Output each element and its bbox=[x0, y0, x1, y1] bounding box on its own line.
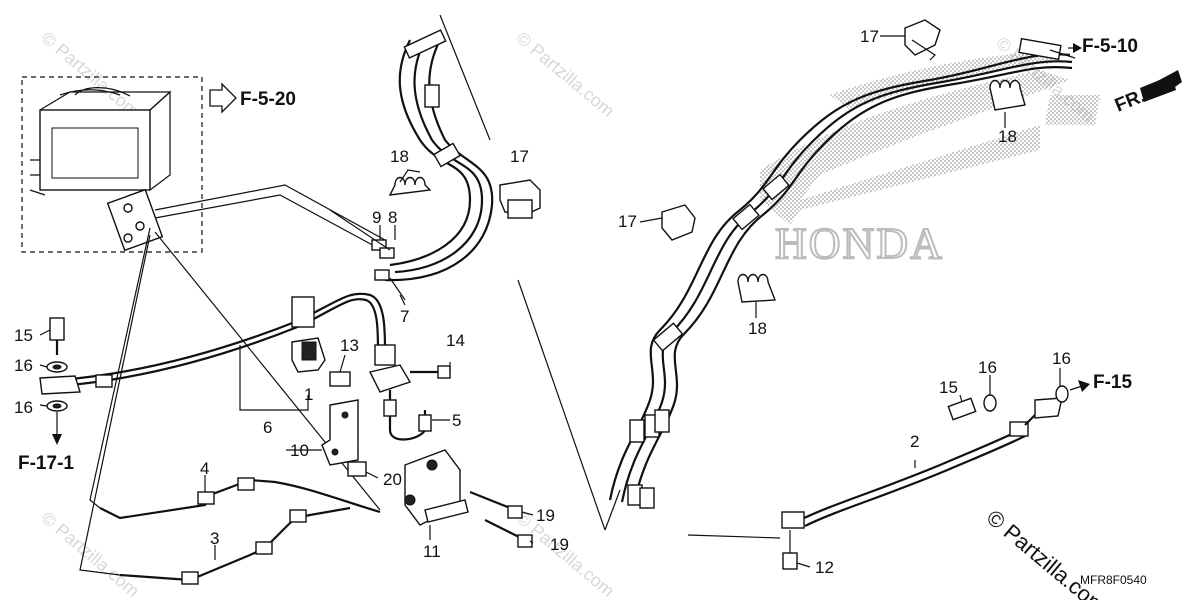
callout-2: 2 bbox=[910, 432, 919, 451]
callout-numbers: 1 2 3 4 5 6 7 8 9 10 11 12 13 14 15 15 1… bbox=[14, 27, 1071, 577]
callout-8: 8 bbox=[388, 208, 397, 227]
watermark-2: © Partzilla.com bbox=[512, 28, 618, 121]
callout-3: 3 bbox=[210, 529, 219, 548]
clip-18-right-upper bbox=[989, 79, 1026, 111]
callout-13: 13 bbox=[340, 336, 359, 355]
watermark-1: © Partzilla.com bbox=[37, 28, 143, 121]
brake-pipe-5 bbox=[383, 390, 432, 441]
ref-label-f-5-20: F-5-20 bbox=[240, 89, 296, 110]
callout-9: 9 bbox=[372, 208, 381, 227]
front-direction-arrow: FR. bbox=[1112, 70, 1182, 117]
ref-label-f-5-10: F-5-10 bbox=[1082, 36, 1138, 57]
three-way-joint-14 bbox=[368, 364, 451, 393]
hose-clamp-1 bbox=[291, 337, 351, 387]
banjo-bolt-left bbox=[39, 317, 81, 445]
callout-11: 11 bbox=[423, 542, 441, 561]
diagram-code: MFR8F0540 bbox=[1080, 573, 1147, 587]
callout-1: 1 bbox=[304, 385, 313, 404]
callout-15-left: 15 bbox=[14, 326, 33, 345]
pcv-valve-11 bbox=[404, 449, 533, 548]
callout-18-upper: 18 bbox=[390, 147, 409, 166]
abs-modulator-assembly bbox=[21, 76, 203, 253]
callout-16-right-left: 16 bbox=[978, 358, 997, 377]
bracket-10 bbox=[321, 399, 367, 477]
brake-pipe-4 bbox=[99, 477, 381, 520]
bolt-12 bbox=[687, 530, 798, 570]
honda-wordmark: HONDA bbox=[775, 219, 944, 268]
callout-14: 14 bbox=[446, 331, 465, 350]
honda-wing-logo: HONDA bbox=[760, 50, 1100, 269]
callout-5: 5 bbox=[452, 411, 461, 430]
callout-6: 6 bbox=[263, 418, 272, 437]
callout-20: 20 bbox=[383, 470, 402, 489]
callout-18-lower: 18 bbox=[748, 319, 767, 338]
callout-7: 7 bbox=[400, 307, 409, 326]
callout-4: 4 bbox=[200, 459, 209, 478]
callout-12: 12 bbox=[815, 558, 834, 577]
clip-17-right-upper bbox=[904, 19, 941, 61]
callout-19-upper: 19 bbox=[536, 506, 555, 525]
callout-16-right-right: 16 bbox=[1052, 349, 1071, 368]
callout-17-mid: 17 bbox=[618, 212, 637, 231]
rear-brake-pipes bbox=[608, 37, 1082, 509]
callout-10: 10 bbox=[290, 441, 309, 460]
clip-17-upper bbox=[499, 179, 541, 219]
brake-pipe-3 bbox=[119, 506, 351, 585]
upper-brake-pipes bbox=[371, 14, 494, 301]
callout-15-right: 15 bbox=[939, 378, 958, 397]
clip-18-right-lower bbox=[737, 273, 777, 303]
callout-17-upper: 17 bbox=[510, 147, 529, 166]
reference-labels: F-5-10 F-15 F-17-1 bbox=[18, 36, 1138, 474]
ref-label-f-17-1: F-17-1 bbox=[18, 453, 74, 474]
callout-17-right: 17 bbox=[860, 27, 879, 46]
ref-arrow-f-5-20: F-5-20 bbox=[209, 82, 296, 114]
callout-19-lower: 19 bbox=[550, 535, 569, 554]
clip-18-upper bbox=[388, 169, 432, 196]
center-leader-lines bbox=[517, 279, 621, 531]
callout-18-right: 18 bbox=[998, 127, 1017, 146]
abs-to-pipe-lines bbox=[79, 184, 386, 576]
leader-lines bbox=[39, 35, 1061, 568]
callout-16-left-upper: 16 bbox=[14, 356, 33, 375]
clip-17-right-lower bbox=[661, 204, 696, 241]
ref-label-f-15: F-15 bbox=[1093, 372, 1133, 393]
brake-hose-6 bbox=[59, 292, 396, 411]
rear-brake-hose-2 bbox=[781, 380, 1090, 529]
callout-16-left-lower: 16 bbox=[14, 398, 33, 417]
